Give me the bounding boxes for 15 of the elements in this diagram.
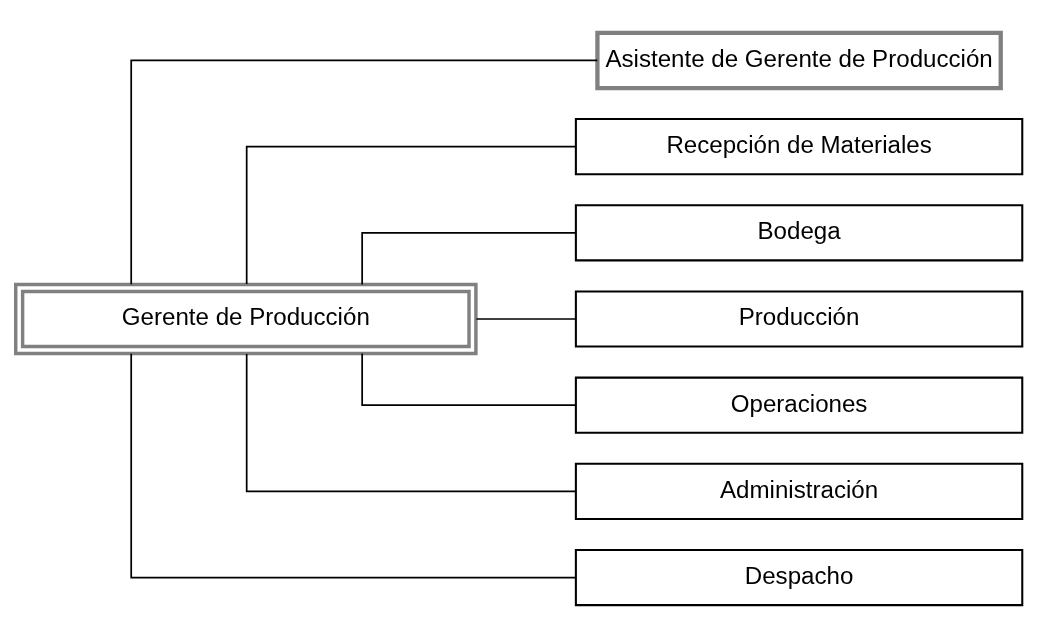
connector: [130, 59, 599, 285]
node-box: Despacho: [574, 548, 1024, 607]
connector: [475, 318, 577, 320]
connector: [361, 231, 577, 286]
node-box: Producción: [574, 290, 1024, 348]
connector: [245, 145, 577, 285]
node-box: Recepción de Materiales: [574, 118, 1024, 176]
connector: [130, 353, 577, 579]
node-box: Asistente de Gerente de Producción: [595, 30, 1003, 91]
node-box: Bodega: [574, 204, 1024, 262]
node-box: Administración: [574, 462, 1024, 520]
node-box: Operaciones: [574, 376, 1024, 434]
connector: [245, 353, 577, 493]
node-box: Gerente de Producción: [14, 282, 478, 356]
connector: [361, 352, 577, 407]
